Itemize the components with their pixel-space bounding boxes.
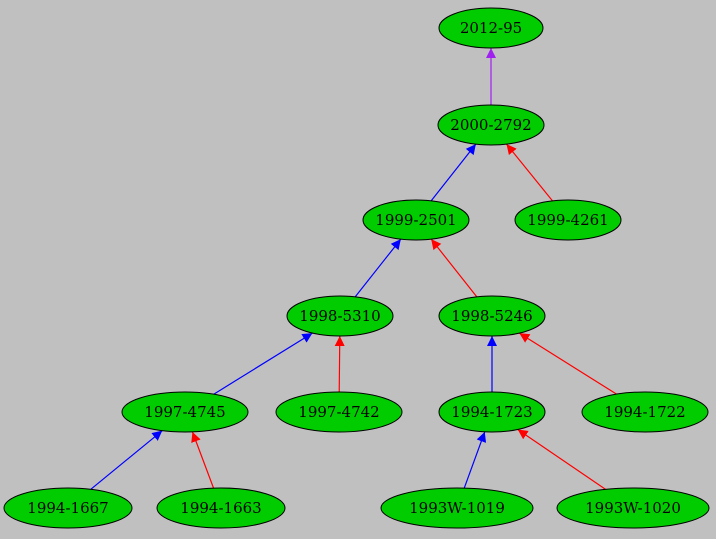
graph-node[interactable]: 1997-4745 (121, 391, 249, 433)
graph-node[interactable]: 1994-1722 (581, 391, 709, 433)
graph-node[interactable]: 2012-95 (438, 7, 544, 49)
node-label: 1997-4742 (298, 403, 379, 421)
graph-node[interactable]: 1998-5246 (438, 295, 546, 337)
node-ellipse (581, 391, 709, 433)
node-ellipse (121, 391, 249, 433)
graph-node[interactable]: 1993W-1019 (380, 487, 534, 529)
edge-1999_4261-to-2000_2792 (506, 143, 553, 202)
graph-node[interactable]: 1994-1723 (438, 391, 546, 433)
node-label: 2000-2792 (450, 116, 531, 134)
edge-1997_4745-to-1998_5310 (213, 332, 313, 395)
node-label: 1994-1663 (180, 499, 261, 517)
graph-node[interactable]: 1993W-1020 (556, 487, 710, 529)
node-label: 1998-5246 (451, 307, 532, 325)
node-label: 1999-2501 (375, 211, 456, 229)
node-label: 2012-95 (460, 19, 522, 37)
edge-1994_1663-to-1997_4745 (191, 431, 215, 489)
node-ellipse (437, 104, 545, 146)
edge-1993W_1020-to-1994_1723 (517, 428, 606, 490)
node-label: 1999-4261 (527, 211, 608, 229)
node-label: 1993W-1019 (409, 499, 505, 517)
node-label: 1997-4745 (144, 403, 225, 421)
edge-1994_1722-to-1998_5246 (518, 332, 617, 395)
node-ellipse (156, 487, 286, 529)
node-ellipse (3, 487, 133, 529)
node-ellipse (438, 295, 546, 337)
node-ellipse (286, 295, 394, 337)
node-ellipse (275, 391, 403, 433)
graph-node[interactable]: 1999-2501 (362, 199, 470, 241)
edge-1994_1667-to-1997_4745 (90, 430, 163, 490)
nodes-layer: 2012-95 2000-2792 1999-2501 1999-4261 1998-5… (3, 7, 710, 529)
graph-node[interactable]: 1998-5310 (286, 295, 394, 337)
node-ellipse (362, 199, 470, 241)
edge-1993W_1019-to-1994_1723 (463, 431, 487, 489)
node-ellipse (438, 7, 544, 49)
edge-1999_2501-to-2000_2792 (430, 143, 477, 202)
node-label: 1994-1723 (451, 403, 532, 421)
node-label: 1994-1667 (27, 499, 108, 517)
graph-node[interactable]: 1994-1667 (3, 487, 133, 529)
edges-layer (90, 48, 617, 490)
node-ellipse (380, 487, 534, 529)
node-ellipse (438, 391, 546, 433)
graph-node[interactable]: 1997-4742 (275, 391, 403, 433)
node-label: 1993W-1020 (585, 499, 681, 517)
node-ellipse (556, 487, 710, 529)
graph-node[interactable]: 1999-4261 (514, 199, 622, 241)
node-ellipse (514, 199, 622, 241)
edge-1997_4742-to-1998_5310 (334, 335, 345, 393)
edge-1998_5246-to-1999_2501 (430, 238, 478, 298)
node-label: 1994-1722 (604, 403, 685, 421)
graph-node[interactable]: 1994-1663 (156, 487, 286, 529)
edge-1998_5310-to-1999_2501 (354, 238, 402, 298)
graph-node[interactable]: 2000-2792 (437, 104, 545, 146)
node-label: 1998-5310 (299, 307, 380, 325)
